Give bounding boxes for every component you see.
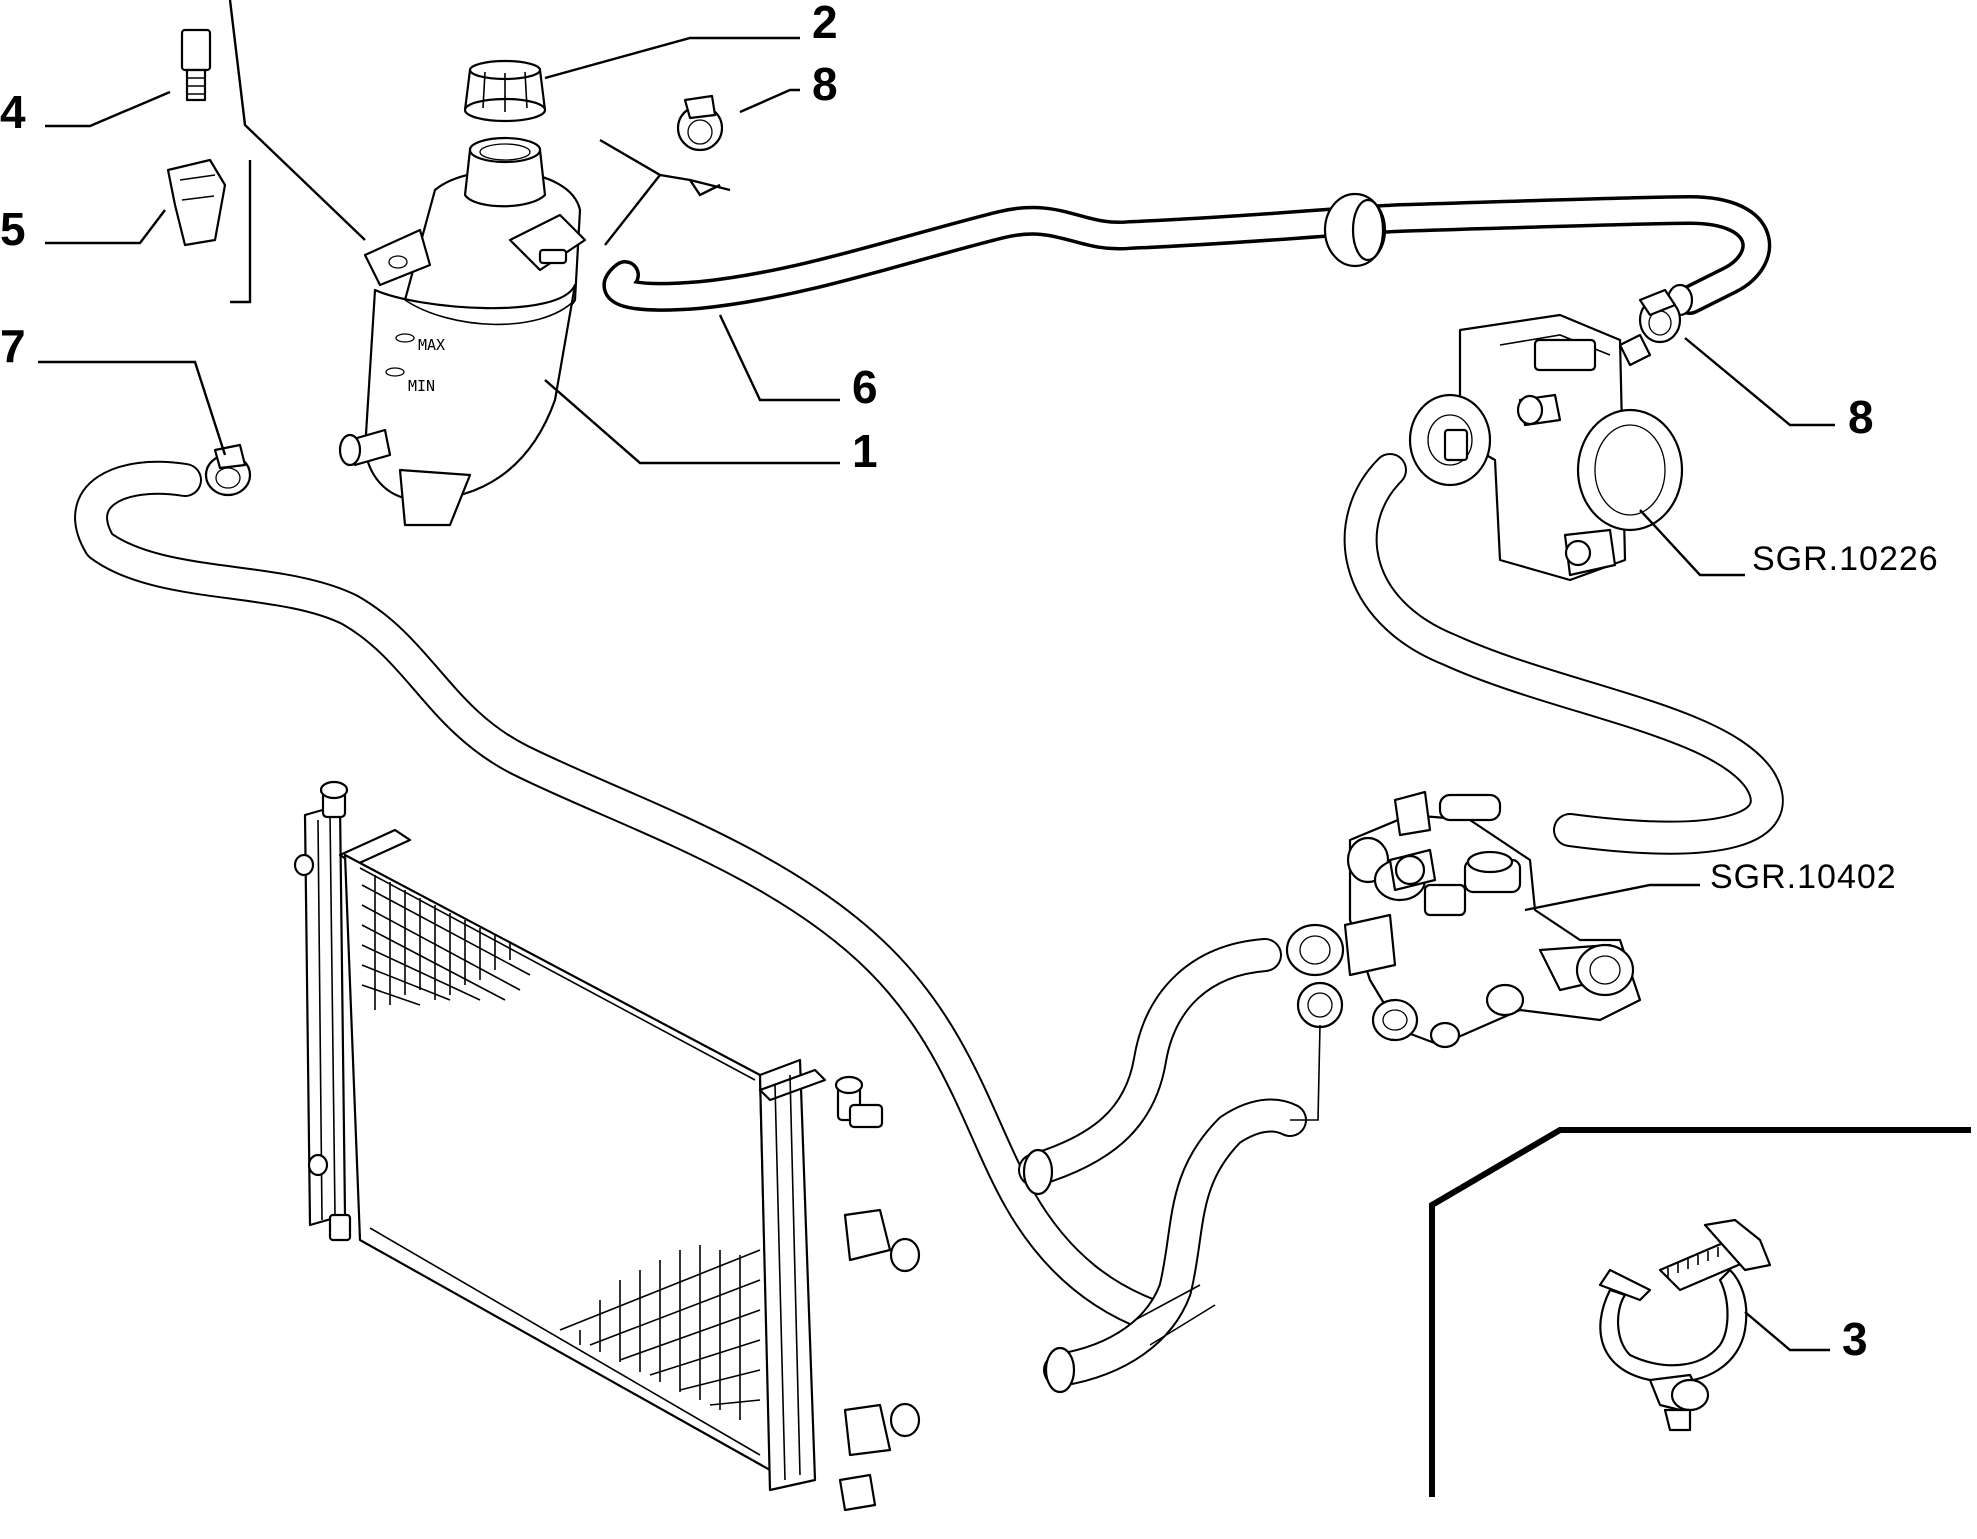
tank-cap xyxy=(463,59,547,123)
expansion-tank: MAX MIN xyxy=(338,136,587,527)
hose-clamp-7 xyxy=(204,443,252,497)
code-throttle-body: SGR.10226 xyxy=(1752,540,1939,578)
leader-lines xyxy=(38,0,1835,1352)
screw xyxy=(180,28,212,102)
ref-4: 4 xyxy=(0,86,26,138)
thermostat-housing xyxy=(1285,790,1642,1121)
hose-clamp-8-upper xyxy=(676,94,724,152)
bold-upper-hose-6 xyxy=(602,192,1772,317)
radiator-core-mesh-upper xyxy=(361,875,531,1010)
ref-6: 6 xyxy=(852,361,878,413)
ref-5: 5 xyxy=(0,203,26,255)
ref-3: 3 xyxy=(1842,1313,1868,1365)
bracket-clip xyxy=(166,158,227,247)
ref-1: 1 xyxy=(852,425,878,477)
code-thermostat-housing: SGR.10402 xyxy=(1710,858,1897,896)
clamp-detail xyxy=(1598,1218,1772,1432)
ref-8-upper: 8 xyxy=(812,58,838,110)
throttle-body-return-hose xyxy=(1343,453,1784,855)
ref-8-right: 8 xyxy=(1848,391,1874,443)
max-mark: MAX xyxy=(418,336,445,354)
ref-7: 7 xyxy=(0,320,26,372)
clamp-detail-frame xyxy=(1429,1127,1971,1497)
min-mark: MIN xyxy=(408,377,435,395)
throttle-body xyxy=(1408,313,1684,582)
reference-numbers: 2 8 4 5 7 6 1 8 3 SGR.10226 SGR.10402 xyxy=(0,0,1939,1365)
hose-clamp-8-right xyxy=(1638,288,1682,344)
radiator-lower-hose xyxy=(1043,1098,1307,1394)
radiator-core-mesh-lower xyxy=(559,1245,761,1420)
heater-hose-upper xyxy=(1018,938,1282,1196)
long-radiator-to-tank-hose xyxy=(74,460,1167,1332)
level-marks: MAX MIN xyxy=(385,333,445,395)
ref-2: 2 xyxy=(812,0,838,48)
radiator xyxy=(293,780,921,1512)
